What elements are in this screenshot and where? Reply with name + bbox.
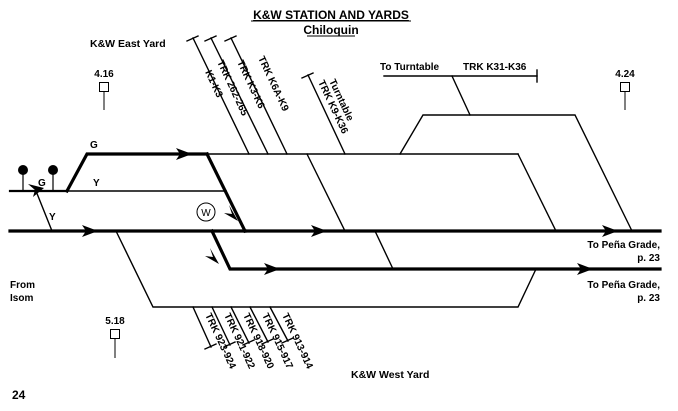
arrow-down-icon [205,248,219,264]
milepost-label: 5.18 [105,316,125,327]
milepost-sign-icon [99,82,109,92]
turntable-track-label: TRK K31-K36 [463,62,527,73]
diagram-subtitle: Chiloquin [303,23,358,37]
milepost-sign-icon [620,82,630,92]
whistle-post-icon [196,202,216,222]
arrow-right-icon [311,225,327,237]
signal-1 [18,165,28,191]
east-yard-label: K&W East Yard [90,38,166,50]
west-spur-5 [269,306,294,344]
aspect-label-y: Y [49,212,56,223]
crossover-y [35,190,53,232]
turntable-connector [451,75,471,116]
from-label: From [10,280,35,291]
signal-head-icon [18,165,28,175]
whistle-post-label: W [201,208,211,219]
upper-to-main-crossover [204,151,248,234]
west-spur-4 [249,306,274,345]
arrow-down-icon [224,205,238,221]
turntable-lead-label: To Turntable [380,62,440,73]
arrow-right-icon [176,148,192,160]
arrow-right-icon [602,225,618,237]
to-pena-grade-lower-page: p. 23 [637,293,660,304]
diagram-title: K&W STATION AND YARDS [253,8,409,22]
west-spur-3 [230,306,255,346]
milepost-label: 4.24 [615,69,635,80]
signal-2 [48,165,58,191]
arrow-right-icon [28,184,44,197]
east-spur-3 [224,35,288,155]
milepost-4-24: 4.24 [615,69,635,110]
east-spur-2 [204,35,269,155]
upper-lead-to-main [517,153,557,232]
upper-yard-box [399,114,633,232]
arrow-right-icon [264,263,280,275]
crossover-mid [306,153,346,232]
aspect-label-y: Y [93,178,100,189]
crossover-lower [374,230,394,270]
g-route-upper [64,152,209,194]
milepost-4-16: 4.16 [94,69,114,110]
milepost-label: 4.16 [94,69,114,80]
west-spur-1 [192,306,217,350]
milepost-5-18: 5.18 [105,316,125,358]
whistle-post: W [196,202,216,222]
east-spur-4 [301,72,346,155]
from-label: Isom [10,293,33,304]
west-spur-2 [211,306,236,348]
aspect-label-g: G [90,140,98,151]
aspect-label-g: G [38,178,46,189]
to-pena-grade-lower: To Peña Grade, [587,280,660,291]
arrow-right-icon [577,263,593,275]
arrow-right-icon [82,225,98,237]
lower-main-track [209,228,662,271]
to-pena-grade-main: To Peña Grade, [587,240,660,251]
signal-head-icon [48,165,58,175]
page-number: 24 [12,388,26,402]
west-yard-label: K&W West Yard [351,369,429,381]
east-spur-1 [186,35,250,155]
west-yard-box [115,230,537,308]
to-pena-grade-main-page: p. 23 [637,253,660,264]
milepost-sign-icon [110,329,120,339]
